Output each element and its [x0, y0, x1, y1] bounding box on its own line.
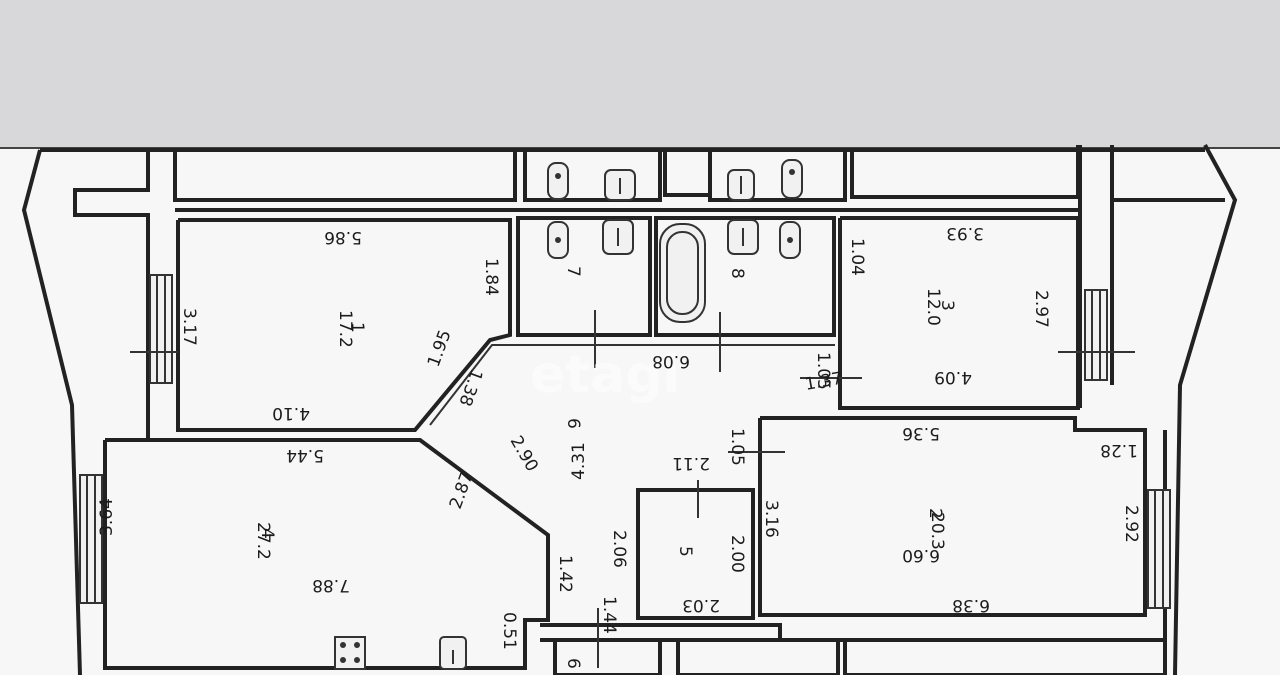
dim-label: 7.88 — [312, 575, 350, 595]
bathtub-icon — [659, 223, 706, 323]
dim-label: 6.38 — [952, 595, 990, 615]
room-1-area: 17.2 — [335, 310, 355, 348]
dim-label: 3.93 — [946, 223, 984, 243]
dim-label: 5.86 — [324, 227, 362, 247]
toilet-icon — [602, 219, 634, 255]
dim-label: 5.36 — [902, 423, 940, 443]
dim-label: 3.17 — [179, 308, 199, 346]
room-1-number: 1 — [347, 322, 367, 333]
dim-label: 0.51 — [499, 612, 519, 650]
watermark: etagi — [530, 345, 680, 405]
dim-label: 2.11 — [672, 453, 710, 473]
dim-label: 1.44 — [599, 596, 619, 634]
dim-label: 1.84 — [481, 258, 501, 296]
dim-label: 1.42 — [555, 555, 575, 593]
toilet-icon — [727, 219, 759, 255]
dim-label: 4.10 — [272, 403, 310, 423]
dim-label: 2.97 — [1031, 290, 1051, 328]
dim-label: 3.16 — [761, 500, 781, 538]
dim-label: 4.09 — [934, 367, 972, 387]
room-labels: 1 17.2 2 20.3 3 12.0 4 27.2 5 6 6 7 8 — [253, 266, 957, 669]
room-5-number: 5 — [675, 546, 695, 557]
room-4-area: 27.2 — [253, 522, 273, 560]
kitchen-sink-icon — [439, 636, 467, 670]
room-2-area: 20.3 — [927, 512, 947, 550]
room-6-number: 6 — [563, 418, 583, 429]
dim-label: 2.92 — [1121, 505, 1141, 543]
outer-walls — [21, 144, 1238, 675]
room-8-number: 8 — [727, 268, 747, 279]
room-6b-number: 6 — [563, 658, 583, 669]
room-4-number: 4 — [257, 528, 277, 539]
dim-label: 6.08 — [652, 351, 690, 371]
dim-label: 1.05 — [727, 428, 747, 466]
dim-label: 1.05 — [813, 352, 833, 390]
sink-icon — [779, 221, 801, 259]
dim-label: 1.28 — [1100, 440, 1138, 460]
stove-icon — [334, 636, 366, 670]
room-2-number: 2 — [925, 508, 945, 519]
windows — [79, 274, 1171, 609]
room-7-number: 7 — [563, 266, 583, 277]
dim-label: 2.06 — [609, 530, 629, 568]
dim-label: 6.60 — [902, 545, 940, 565]
dim-label: 1.04 — [847, 238, 867, 276]
dim-label: 3.64 — [97, 498, 117, 536]
dim-label: 2.00 — [727, 535, 747, 573]
dim-label: 4.31 — [569, 442, 589, 480]
toilet-icon — [727, 169, 755, 201]
fixtures — [334, 159, 803, 670]
dim-label: 2.03 — [682, 595, 720, 615]
sink-icon — [547, 162, 569, 200]
sink-icon — [547, 221, 569, 259]
door-markers — [130, 310, 1135, 668]
room-3-area: 12.0 — [923, 288, 943, 326]
room-walls — [103, 216, 1167, 675]
room-3-number: 3 — [937, 300, 957, 311]
toilet-icon — [604, 169, 636, 201]
sink-icon — [781, 159, 803, 199]
dim-label: 5.44 — [286, 445, 324, 465]
